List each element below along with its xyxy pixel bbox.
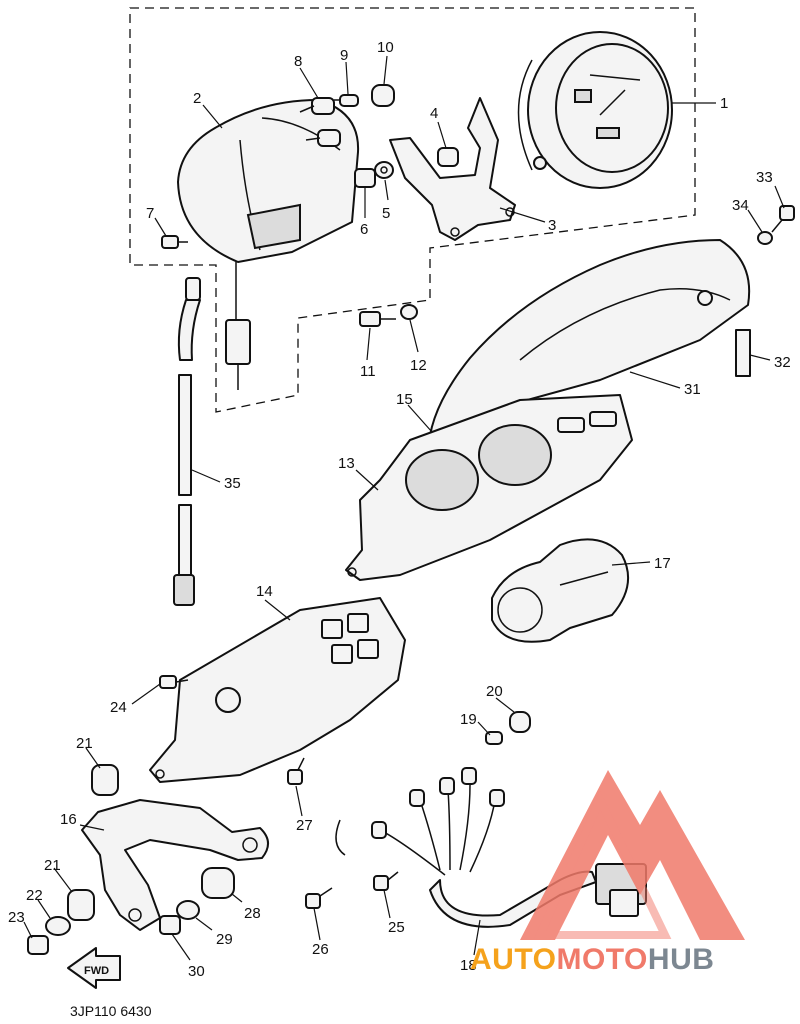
callout-9: 9: [340, 47, 348, 64]
part-lower-bracket: [81, 799, 269, 931]
part-speedometer-cable: [173, 277, 201, 606]
callout-13: 13: [338, 455, 355, 472]
callout-labels: 1 2 3 4 5 6 7 8 9 10 11 12 13 14 15 16 1…: [8, 39, 791, 980]
fwd-label: FWD: [84, 965, 109, 977]
brand-hub: HUB: [647, 943, 715, 976]
callout-30: 30: [188, 963, 205, 980]
part-nut-30: [159, 915, 181, 935]
callout-10: 10: [377, 39, 394, 56]
callout-20: 20: [486, 683, 503, 700]
callout-7: 7: [146, 205, 154, 222]
callout-14: 14: [256, 583, 273, 600]
part-meter-face: [491, 538, 629, 643]
brand-auto: AUTO: [470, 943, 557, 976]
part-bulb: [334, 94, 359, 107]
callout-29: 29: [216, 931, 233, 948]
callout-26: 26: [312, 941, 329, 958]
callout-15: 15: [396, 391, 413, 408]
part-screw-11: [359, 311, 396, 327]
callout-28: 28: [244, 905, 261, 922]
callout-31: 31: [684, 381, 701, 398]
callout-24: 24: [110, 699, 127, 716]
assembly-boundary: [129, 7, 696, 413]
part-damper-21-upper: [91, 764, 119, 796]
part-screw-27: [287, 757, 305, 785]
brand-moto: MOTO: [556, 943, 648, 976]
callout-3: 3: [548, 217, 556, 234]
part-washer-29: [176, 900, 200, 920]
callout-19: 19: [460, 711, 477, 728]
callout-4: 4: [430, 105, 438, 122]
part-grommet: [437, 147, 459, 167]
callout-1: 1: [720, 95, 728, 112]
part-washer-34: [757, 231, 773, 245]
drawing-code: 3JP110 6430: [70, 1003, 152, 1019]
callout-17: 17: [654, 555, 671, 572]
callout-34: 34: [732, 197, 749, 214]
part-bulb-socket: [299, 97, 341, 147]
part-speedometer: [517, 31, 673, 189]
callout-32: 32: [774, 354, 791, 371]
callout-16: 16: [60, 811, 77, 828]
callout-33: 33: [756, 169, 773, 186]
callout-23: 23: [8, 909, 25, 926]
callout-8: 8: [294, 53, 302, 70]
part-foam-strip: [735, 329, 751, 377]
part-nut-23: [27, 935, 49, 955]
callout-12: 12: [410, 357, 427, 374]
part-nut-6: [354, 168, 376, 188]
callout-21-lower: 21: [44, 857, 61, 874]
callout-22: 22: [26, 887, 43, 904]
part-meter-case: [149, 597, 406, 783]
callout-2: 2: [193, 90, 201, 107]
callout-11: 11: [360, 363, 376, 380]
watermark-brand: AUTOMOTOHUB: [470, 940, 800, 980]
part-meter-panel: [345, 394, 633, 581]
callout-18: 18: [460, 957, 477, 974]
part-cap-20: [509, 711, 531, 733]
part-screw-33: [771, 205, 795, 233]
part-bulb-cap: [371, 84, 395, 107]
part-washer-5: [374, 161, 394, 179]
part-washer-12: [400, 304, 418, 320]
part-screw-26: [305, 887, 333, 909]
part-washer-22: [45, 916, 71, 936]
callout-6: 6: [360, 221, 368, 238]
part-damper-28: [201, 867, 235, 899]
forward-arrow: FWD: [67, 947, 121, 989]
leader-lines: [23, 55, 785, 961]
part-housing-connector: [225, 262, 251, 390]
part-screw-24: [159, 675, 189, 689]
part-damper-21-lower: [67, 889, 95, 921]
callout-21-upper: 21: [76, 735, 93, 752]
watermark-logo: [520, 770, 745, 940]
part-screw-7: [161, 235, 188, 249]
part-meter-housing: [177, 99, 360, 263]
callout-27: 27: [296, 817, 313, 834]
part-screw-25: [373, 871, 399, 891]
callout-25: 25: [388, 919, 405, 936]
part-bracket: [389, 97, 516, 241]
watermark-triangle-icon: [520, 770, 745, 940]
callout-35: 35: [224, 475, 241, 492]
callout-5: 5: [382, 205, 390, 222]
